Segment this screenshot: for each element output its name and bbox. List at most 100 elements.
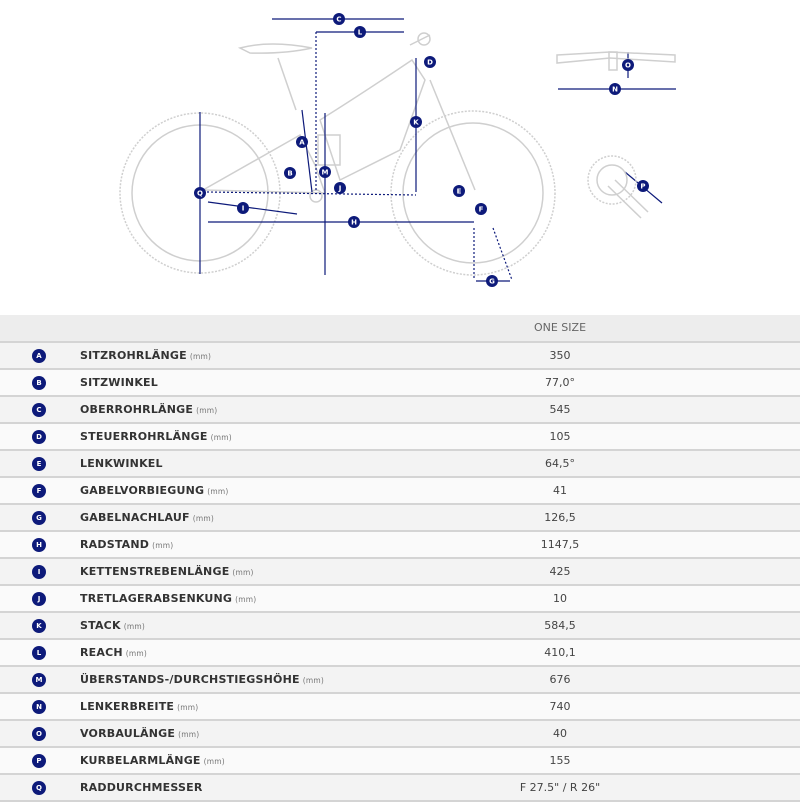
measurement-name: STACK(mm): [80, 619, 145, 632]
measurement-name: LENKERBREITE(mm): [80, 700, 199, 713]
table-header: ONE SIZE: [0, 315, 800, 343]
measurement-unit: (mm): [152, 541, 174, 550]
measurement-value: 105: [549, 430, 571, 443]
diagram-badge-d: D: [424, 56, 436, 68]
svg-text:A: A: [299, 139, 305, 147]
measurement-value: F 27.5" / R 26": [519, 781, 601, 794]
measurement-name: RADDURCHMESSER: [80, 781, 203, 794]
measurement-name: LENKWINKEL: [80, 457, 163, 470]
column-header-one-size: ONE SIZE: [533, 321, 587, 334]
svg-text:G: G: [489, 278, 495, 286]
measurement-unit: (mm): [207, 487, 229, 496]
measurement-value: 77,0°: [545, 376, 575, 389]
measurement-name: SITZROHRLÄNGE(mm): [80, 349, 212, 362]
svg-text:D: D: [427, 59, 433, 67]
measurement-name: GABELNACHLAUF(mm): [80, 511, 214, 524]
measurement-value: 740: [549, 700, 571, 713]
measurement-value: 1147,5: [540, 538, 580, 551]
measurement-value: 64,5°: [545, 457, 575, 470]
diagram-badge-l: L: [354, 26, 366, 38]
diagram-badge-a: A: [296, 136, 308, 148]
letter-badge: J: [32, 592, 46, 606]
measurement-name: STEUERROHRLÄNGE(mm): [80, 430, 232, 443]
svg-text:B: B: [287, 170, 292, 178]
letter-badge: B: [32, 376, 46, 390]
letter-badge: O: [32, 727, 46, 741]
measurement-value: 410,1: [544, 646, 576, 659]
table-row: B SITZWINKEL 77,0°: [0, 370, 800, 397]
letter-badge: M: [32, 673, 46, 687]
measurement-value: 40: [553, 727, 567, 740]
svg-text:I: I: [242, 205, 245, 213]
measurement-value: 545: [549, 403, 571, 416]
table-row: Q RADDURCHMESSER F 27.5" / R 26": [0, 775, 800, 802]
diagram-badge-k: K: [410, 116, 422, 128]
measurement-value: 676: [549, 673, 571, 686]
measurement-name: REACH(mm): [80, 646, 148, 659]
measurement-unit: (mm): [196, 406, 218, 415]
diagram-badge-j: J: [334, 182, 346, 194]
measurement-name: OBERROHRLÄNGE(mm): [80, 403, 218, 416]
svg-text:Q: Q: [197, 190, 203, 198]
measurement-unit: (mm): [123, 622, 145, 631]
table-row: F GABELVORBIEGUNG(mm) 41: [0, 478, 800, 505]
diagram-badge-o: O: [622, 59, 634, 71]
svg-text:H: H: [351, 219, 357, 227]
measurement-unit: (mm): [178, 730, 200, 739]
table-row: M ÜBERSTANDS-/DURCHSTIEGSHÖHE(mm) 676: [0, 667, 800, 694]
handlebar-detail: [556, 51, 676, 71]
letter-badge: N: [32, 700, 46, 714]
table-row: I KETTENSTREBENLÄNGE(mm) 425: [0, 559, 800, 586]
measurement-value: 41: [553, 484, 567, 497]
letter-badge: D: [32, 430, 46, 444]
measurement-unit: (mm): [203, 757, 225, 766]
letter-badge: G: [32, 511, 46, 525]
measurement-unit: (mm): [232, 568, 254, 577]
measurement-name: GABELVORBIEGUNG(mm): [80, 484, 229, 497]
bike-outline: [119, 32, 556, 276]
measurement-value: 126,5: [544, 511, 576, 524]
letter-badge: K: [32, 619, 46, 633]
diagram-badge-h: H: [348, 216, 360, 228]
letter-badge: Q: [32, 781, 46, 795]
measurement-name: RADSTAND(mm): [80, 538, 174, 551]
letter-badge: I: [32, 565, 46, 579]
measurement-unit: (mm): [235, 595, 257, 604]
measurement-name: ÜBERSTANDS-/DURCHSTIEGSHÖHE(mm): [80, 673, 324, 686]
svg-text:O: O: [625, 62, 631, 70]
crankset-detail: [587, 155, 649, 219]
diagram-badge-q: Q: [194, 187, 206, 199]
svg-text:F: F: [479, 206, 484, 214]
diagram-badge-e: E: [453, 185, 465, 197]
table-row: N LENKERBREITE(mm) 740: [0, 694, 800, 721]
measurement-name: SITZWINKEL: [80, 376, 158, 389]
svg-text:E: E: [457, 188, 462, 196]
letter-badge: H: [32, 538, 46, 552]
svg-text:C: C: [336, 16, 341, 24]
diagram-badge-i: I: [237, 202, 249, 214]
svg-text:J: J: [338, 185, 342, 193]
measurement-unit: (mm): [125, 649, 148, 658]
diagram-badge-b: B: [284, 167, 296, 179]
svg-text:M: M: [322, 169, 329, 177]
measurement-value: 425: [549, 565, 571, 578]
measurement-name: KETTENSTREBENLÄNGE(mm): [80, 565, 254, 578]
svg-text:P: P: [640, 183, 645, 191]
measurement-unit: (mm): [192, 514, 214, 523]
svg-text:L: L: [358, 29, 363, 37]
letter-badge: A: [32, 349, 46, 363]
measurement-unit: (mm): [302, 676, 324, 685]
letter-badge: F: [32, 484, 46, 498]
measurement-name: TRETLAGERABSENKUNG(mm): [80, 592, 257, 605]
